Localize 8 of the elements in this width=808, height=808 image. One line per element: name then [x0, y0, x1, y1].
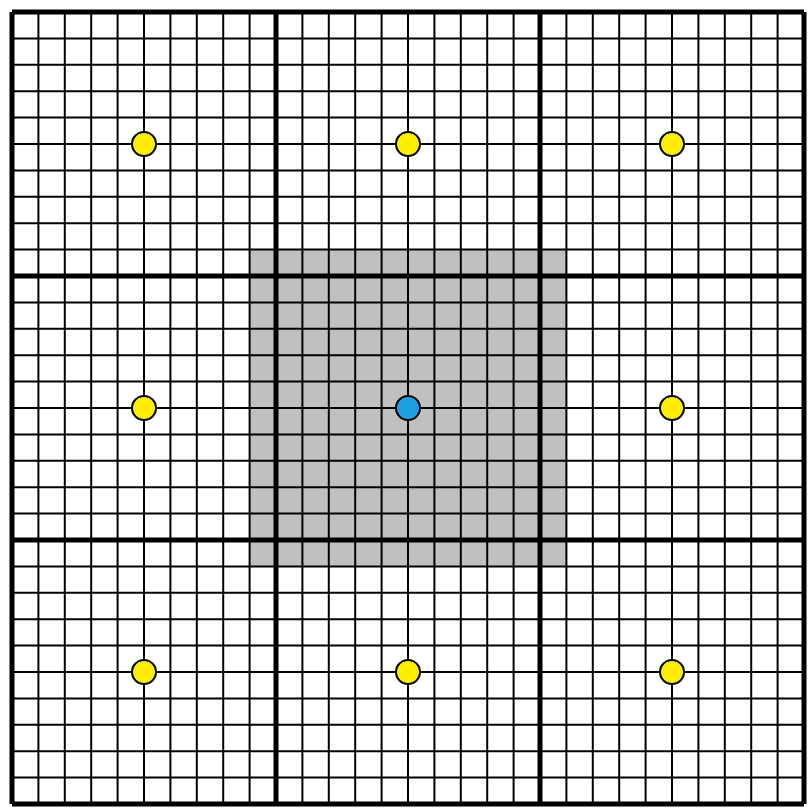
dot-marker — [131, 131, 157, 157]
dot-marker — [659, 395, 685, 421]
dot-marker — [659, 659, 685, 685]
dot-marker — [659, 131, 685, 157]
dot-marker — [395, 131, 421, 157]
dot-marker — [131, 395, 157, 421]
dot-marker — [395, 659, 421, 685]
dot-marker — [131, 659, 157, 685]
